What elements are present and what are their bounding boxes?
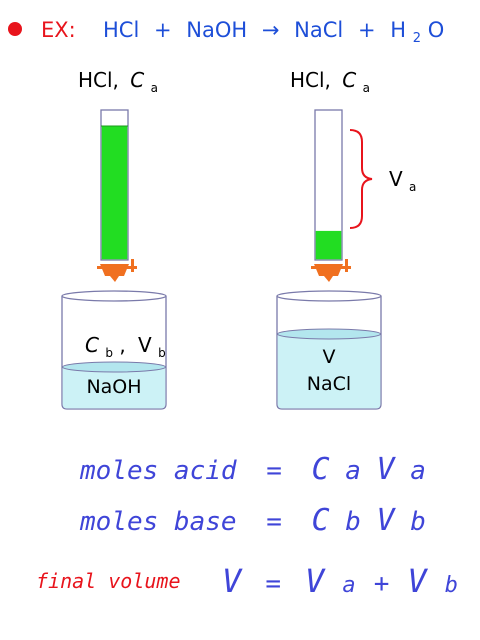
right-burette-tip bbox=[324, 276, 333, 282]
product-nacl: NaCl bbox=[294, 18, 343, 42]
left-solution-label: NaOH bbox=[86, 376, 141, 398]
example-label: EX: bbox=[41, 18, 76, 42]
reactant-naoh: NaOH bbox=[186, 18, 247, 42]
moles-acid-equation: moles acid = C a V a bbox=[79, 452, 426, 487]
right-stopcock-valve bbox=[314, 264, 343, 276]
right-beaker-volume-label: V bbox=[323, 346, 336, 368]
right-stopcock-handle bbox=[311, 266, 351, 269]
reaction-equation: HCl + NaOH → NaCl + H 2 O bbox=[103, 18, 444, 47]
volume-bracket-icon bbox=[349, 129, 373, 229]
right-solution-surface bbox=[277, 328, 381, 340]
plus-sign-2: + bbox=[358, 18, 376, 42]
right-beaker-solution bbox=[277, 334, 381, 409]
left-stopcock-valve bbox=[100, 264, 129, 276]
left-beaker-concentration-volume: C b , V b bbox=[85, 333, 166, 362]
moles-base-equation: moles base = C b V b bbox=[79, 503, 426, 538]
left-beaker-solution bbox=[62, 367, 166, 409]
right-burette-label: HCl, C a bbox=[290, 68, 370, 95]
right-beaker-rim bbox=[276, 290, 382, 302]
final-volume-label: final volume bbox=[36, 569, 181, 593]
right-beaker bbox=[276, 290, 382, 410]
left-beaker bbox=[61, 290, 167, 410]
reaction-arrow: → bbox=[262, 18, 280, 42]
bullet-icon bbox=[8, 22, 22, 36]
left-burette bbox=[97, 109, 137, 282]
left-burette-tip bbox=[110, 276, 119, 282]
volume-added-label: V a bbox=[389, 167, 416, 194]
left-stopcock-handle bbox=[97, 266, 137, 269]
left-burette-label: HCl, C a bbox=[78, 68, 158, 95]
right-burette bbox=[311, 109, 351, 282]
product-water-h: H bbox=[390, 18, 406, 42]
left-burette-titrant bbox=[101, 126, 128, 260]
final-volume-equation: V = V a + V b bbox=[222, 562, 458, 600]
left-beaker-rim bbox=[61, 290, 167, 302]
product-water-sub: 2 bbox=[413, 31, 421, 46]
product-water-o: O bbox=[428, 18, 445, 42]
reactant-hcl: HCl bbox=[103, 18, 139, 42]
right-solution-label: NaCl bbox=[307, 373, 351, 395]
left-solution-surface bbox=[62, 361, 166, 373]
right-burette-titrant bbox=[315, 230, 342, 260]
plus-sign: + bbox=[154, 18, 172, 42]
